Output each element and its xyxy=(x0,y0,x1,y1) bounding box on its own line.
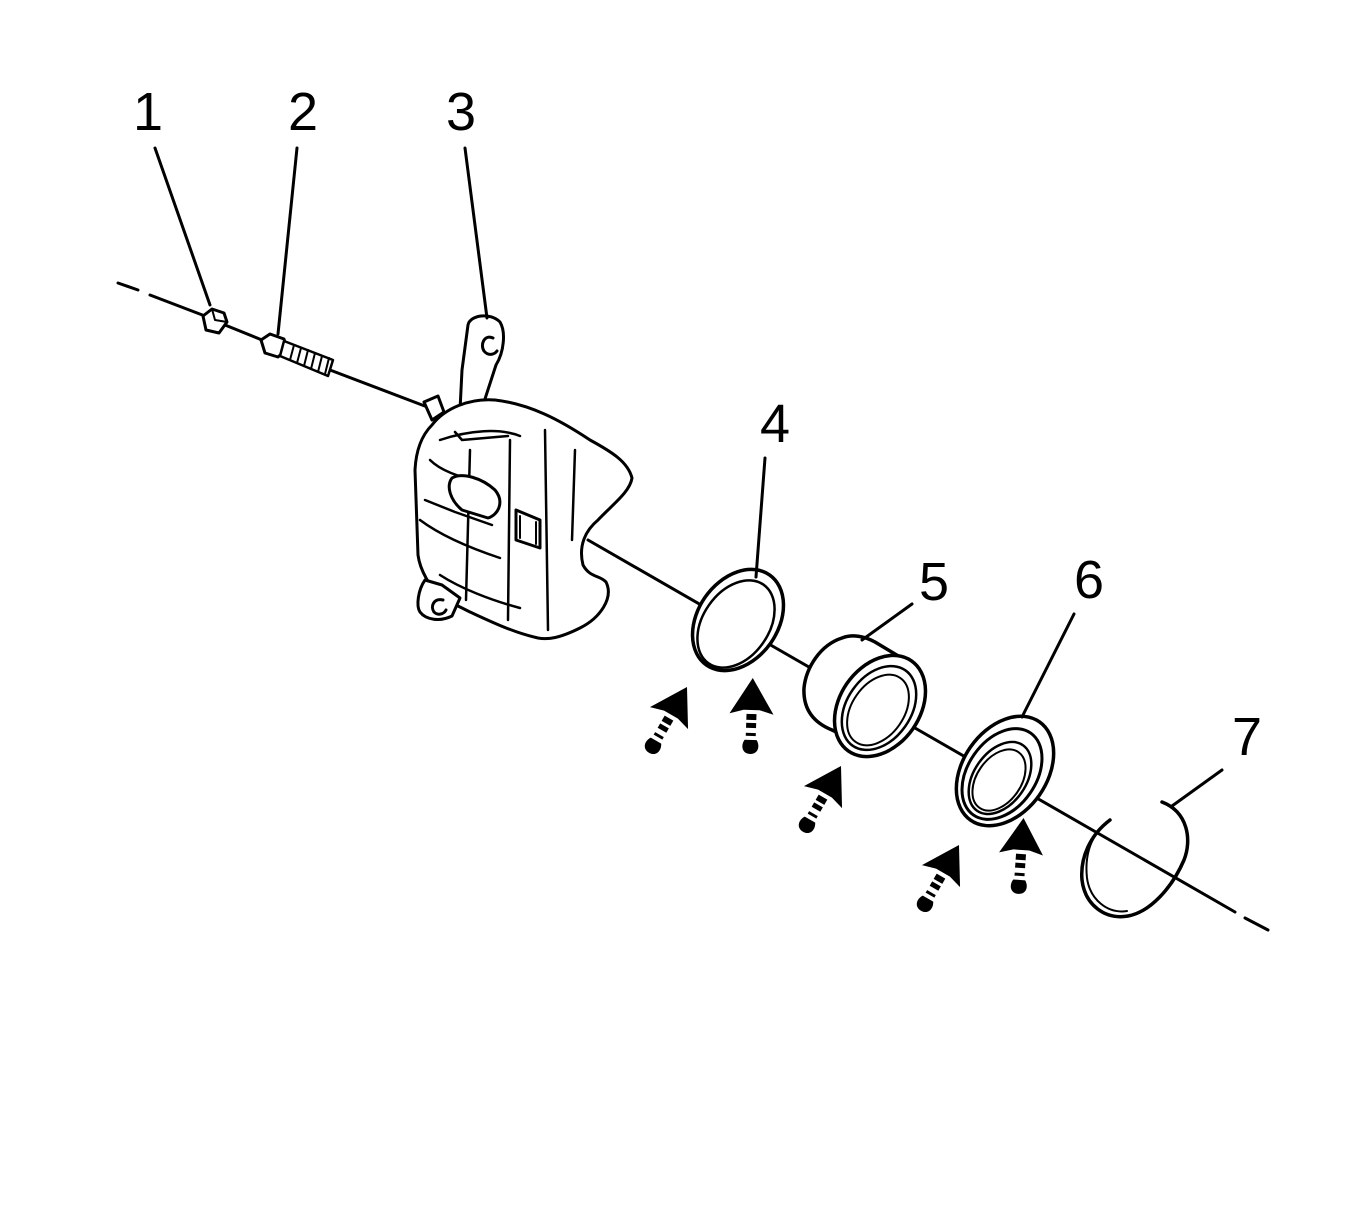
callout-4: 4 xyxy=(760,394,790,454)
callout-numbers: 1 2 3 4 5 6 7 xyxy=(133,82,1262,767)
caliper-piston xyxy=(802,634,928,759)
boot-retaining-ring xyxy=(1080,800,1190,919)
bleeder-valve-cap xyxy=(201,307,229,335)
callout-5: 5 xyxy=(919,552,949,612)
callout-3: 3 xyxy=(446,82,476,142)
leader-line-6 xyxy=(1020,612,1076,719)
leader-line-4 xyxy=(754,456,767,579)
lubricant-arrow-icon xyxy=(728,677,775,755)
lubricant-arrow-icon xyxy=(996,816,1046,896)
lubricant-arrow-icon xyxy=(901,833,979,922)
leader-line-3 xyxy=(463,146,489,320)
bleeder-valve xyxy=(259,332,335,378)
piston-dust-boot xyxy=(954,714,1056,828)
leader-line-5 xyxy=(860,602,914,642)
leader-line-7 xyxy=(1170,768,1224,808)
leader-lines xyxy=(153,146,1224,808)
lubricant-arrow-icon xyxy=(629,675,707,764)
callout-6: 6 xyxy=(1074,550,1104,610)
callout-7: 7 xyxy=(1232,707,1262,767)
brake-caliper-housing xyxy=(413,314,634,641)
leader-line-2 xyxy=(276,146,299,336)
callout-2: 2 xyxy=(288,82,318,142)
leader-line-1 xyxy=(153,146,212,307)
piston-seal-ring xyxy=(690,567,786,673)
callout-1: 1 xyxy=(133,82,163,142)
lubricant-arrow-icon xyxy=(783,754,861,843)
